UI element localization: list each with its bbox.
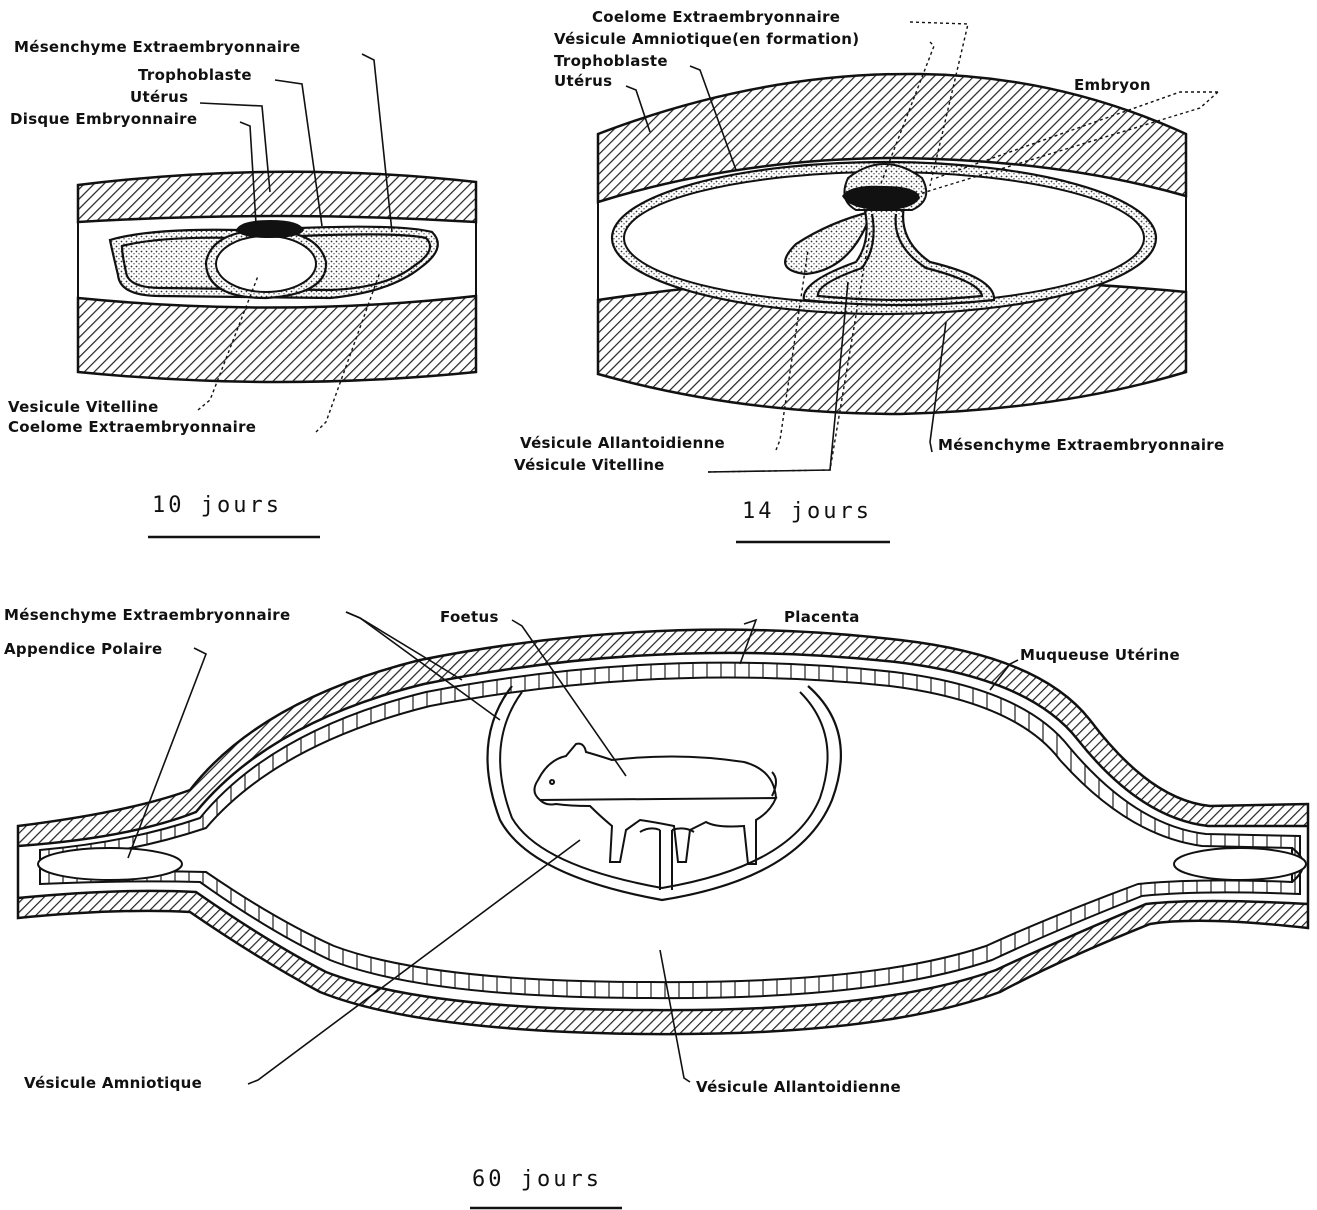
label-muqueuse-60: Muqueuse Utérine xyxy=(1020,646,1180,664)
caption-14-days: 14 jours xyxy=(742,499,872,524)
label-mesenchyme-14: Mésenchyme Extraembryonnaire xyxy=(938,436,1224,454)
label-coelome-10: Coelome Extraembryonnaire xyxy=(8,418,256,436)
foetus-pig xyxy=(534,744,776,864)
label-vitelline-14: Vésicule Vitelline xyxy=(514,456,665,474)
label-appendice-60: Appendice Polaire xyxy=(4,640,162,658)
label-uterus-14: Utérus xyxy=(554,72,612,90)
label-embryon-14: Embryon xyxy=(1074,76,1151,94)
appendice-polaire-right xyxy=(1174,848,1306,880)
amnion-inner-60 xyxy=(500,692,827,888)
label-allantoidienne-14: Vésicule Allantoidienne xyxy=(520,434,725,452)
panel-14-days: Coelome Extraembryonnaire Vésicule Amnio… xyxy=(514,8,1224,542)
amnion-outer-60 xyxy=(488,686,841,900)
uterine-mucosa-outer xyxy=(18,630,1308,1034)
yolk-sac-inner xyxy=(216,236,316,292)
label-uterus-10: Utérus xyxy=(130,88,188,106)
caption-60-days: 60 jours xyxy=(472,1167,602,1192)
label-vitelline-10: Vesicule Vitelline xyxy=(8,398,159,416)
panel-10-days: Mésenchyme Extraembryonnaire Trophoblast… xyxy=(8,38,476,537)
label-mesenchyme-10: Mésenchyme Extraembryonnaire xyxy=(14,38,300,56)
label-trophoblaste-10: Trophoblaste xyxy=(138,66,252,84)
label-amniotique-60: Vésicule Amniotique xyxy=(24,1074,202,1092)
uterus-wall-top xyxy=(78,172,476,222)
uterus-wall-bottom xyxy=(78,296,476,382)
label-foetus-60: Foetus xyxy=(440,608,499,626)
label-trophoblaste-14: Trophoblaste xyxy=(554,52,668,70)
label-placenta-60: Placenta xyxy=(784,608,860,626)
label-amniotique-14: Vésicule Amniotique(en formation) xyxy=(554,30,859,48)
label-coelome-14: Coelome Extraembryonnaire xyxy=(592,8,840,26)
appendice-polaire-left xyxy=(38,848,182,880)
panel-60-days: Mésenchyme Extraembryonnaire Appendice P… xyxy=(4,606,1308,1208)
label-mesenchyme-60: Mésenchyme Extraembryonnaire xyxy=(4,606,290,624)
embryonic-disc xyxy=(236,220,304,238)
caption-10-days: 10 jours xyxy=(152,493,282,518)
label-allantoidienne-60: Vésicule Allantoidienne xyxy=(696,1078,901,1096)
placenta-band xyxy=(40,663,1300,998)
label-disque-10: Disque Embryonnaire xyxy=(10,110,197,128)
